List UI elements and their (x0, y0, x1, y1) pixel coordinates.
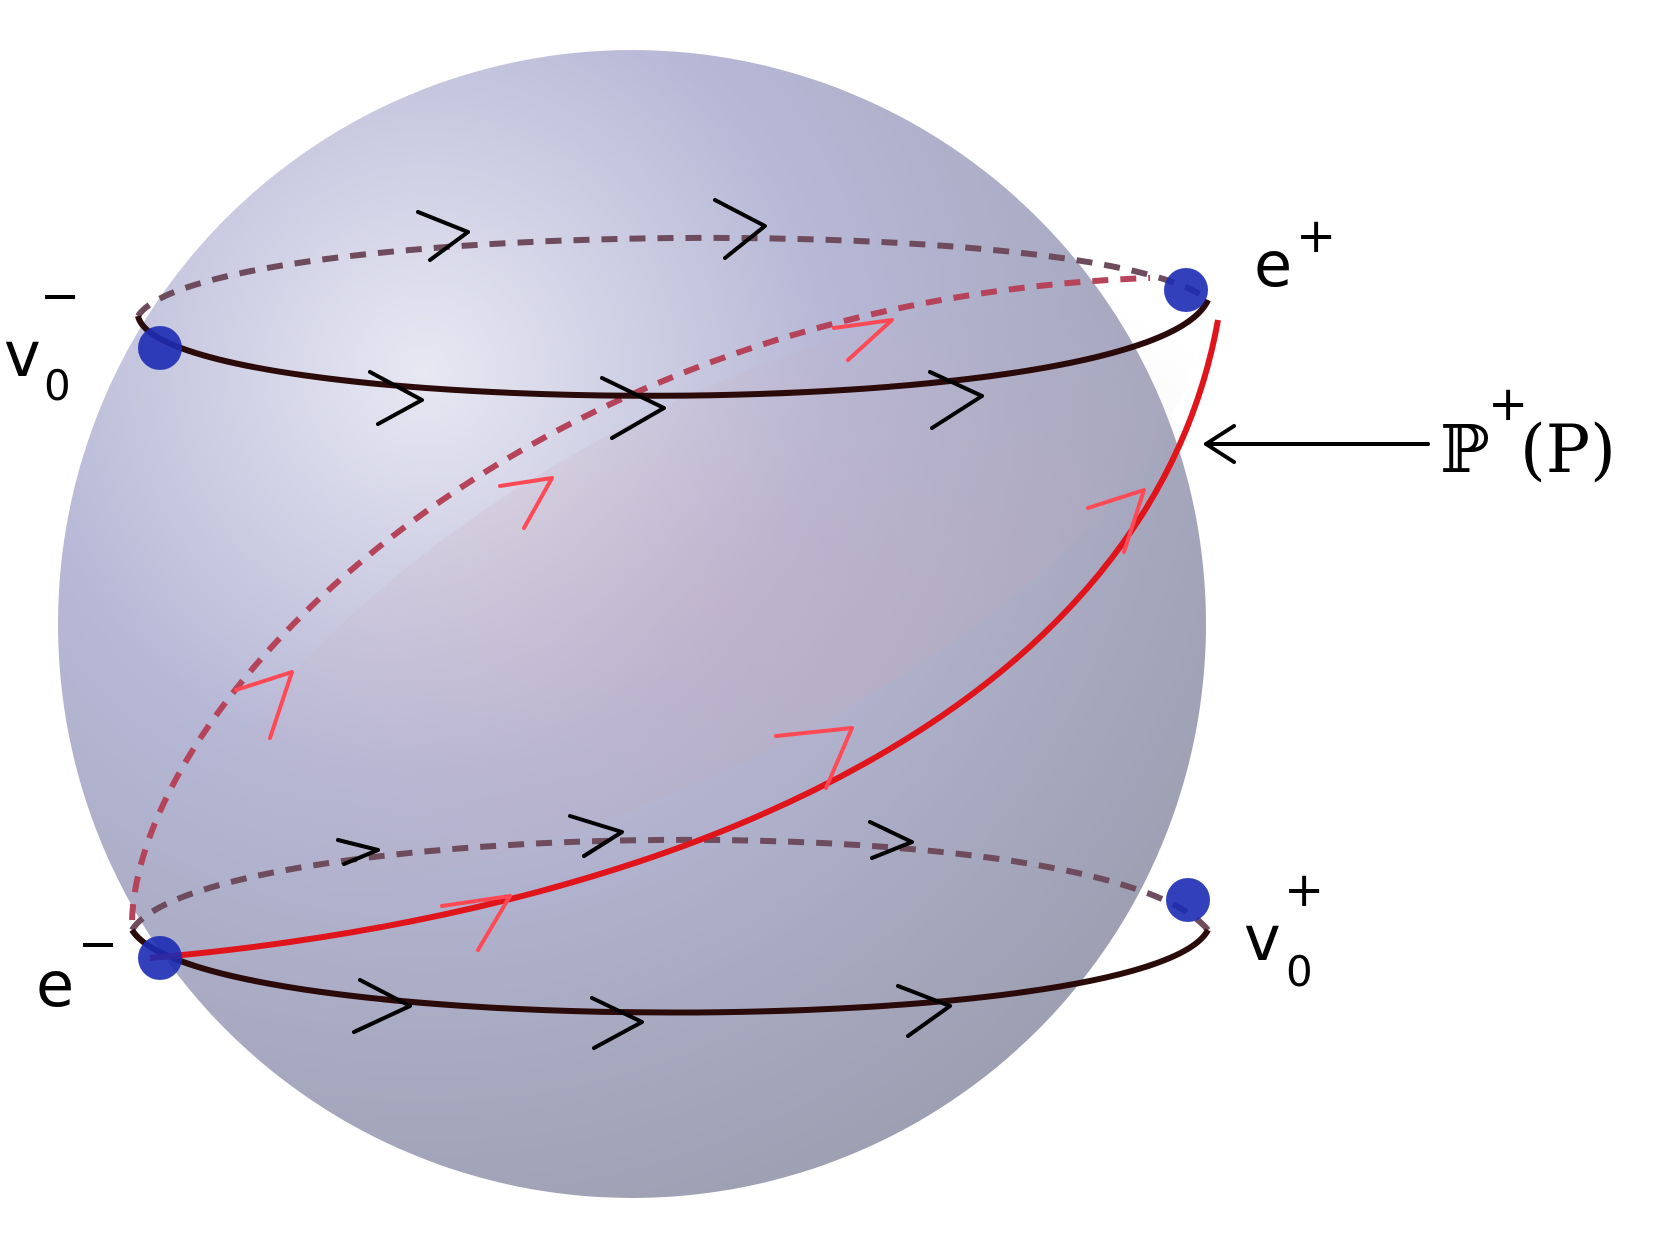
arrow-lower-back-1 (336, 838, 380, 866)
lower-orbit-front (129, 928, 1211, 1016)
svg-text:+: + (1296, 208, 1336, 264)
svg-text:+: + (1488, 376, 1528, 432)
arrow-tilted-front-2 (774, 726, 854, 790)
svg-text:v: v (4, 318, 41, 391)
label-v0-minus: v 0 − (4, 268, 80, 410)
arrow-upper-front-3 (928, 370, 984, 430)
vertex-v0-minus (138, 326, 182, 370)
lower-orbit-back (129, 836, 1211, 932)
arrow-lower-back-3 (868, 820, 914, 860)
pointer-arrow (1204, 424, 1430, 464)
arrow-tilted-front-3 (440, 894, 512, 952)
tilted-orbit-disk (132, 291, 1208, 920)
arrow-lower-front-3 (896, 984, 952, 1038)
svg-text:v: v (1244, 902, 1281, 975)
svg-text:(P): (P) (1520, 411, 1616, 488)
upper-orbit-back (135, 234, 1210, 318)
svg-text:−: − (40, 268, 80, 324)
label-v0-plus: v 0 + (1244, 862, 1324, 996)
orbit-direction-arrows (336, 198, 984, 1050)
svg-text:e: e (1254, 228, 1292, 301)
arrow-tilted-back-1 (832, 318, 894, 362)
tilted-orbit-front (149, 319, 1221, 961)
vertex-e-plus (1164, 268, 1208, 312)
arrow-upper-front-1 (368, 370, 424, 426)
tilted-orbit-direction-arrows (234, 318, 1146, 952)
upper-orbit-front (135, 298, 1211, 399)
label-projection: ℙ + (P) (1440, 376, 1616, 488)
label-e-minus: e − (36, 916, 118, 1021)
svg-text:−: − (78, 916, 118, 972)
svg-text:+: + (1284, 862, 1324, 918)
vertex-e-minus (138, 936, 182, 980)
svg-text:0: 0 (1286, 947, 1313, 996)
arrow-lower-front-2 (590, 996, 644, 1050)
svg-text:ℙ: ℙ (1440, 411, 1490, 488)
svg-text:0: 0 (44, 361, 71, 410)
tilted-orbit-back (129, 275, 1151, 921)
arrow-lower-back-2 (568, 814, 624, 858)
arrow-upper-back-2 (713, 198, 767, 260)
arrow-upper-back-1 (416, 210, 470, 262)
label-e-plus: e + (1254, 208, 1336, 301)
arrow-tilted-back-2 (498, 476, 554, 530)
arrow-tilted-front-1 (1086, 488, 1146, 554)
arrow-tilted-back-3 (234, 670, 294, 740)
vertex-v0-plus (1166, 878, 1210, 922)
arrow-lower-front-1 (352, 978, 412, 1034)
svg-text:e: e (36, 948, 74, 1021)
arrow-upper-front-2 (600, 376, 666, 440)
